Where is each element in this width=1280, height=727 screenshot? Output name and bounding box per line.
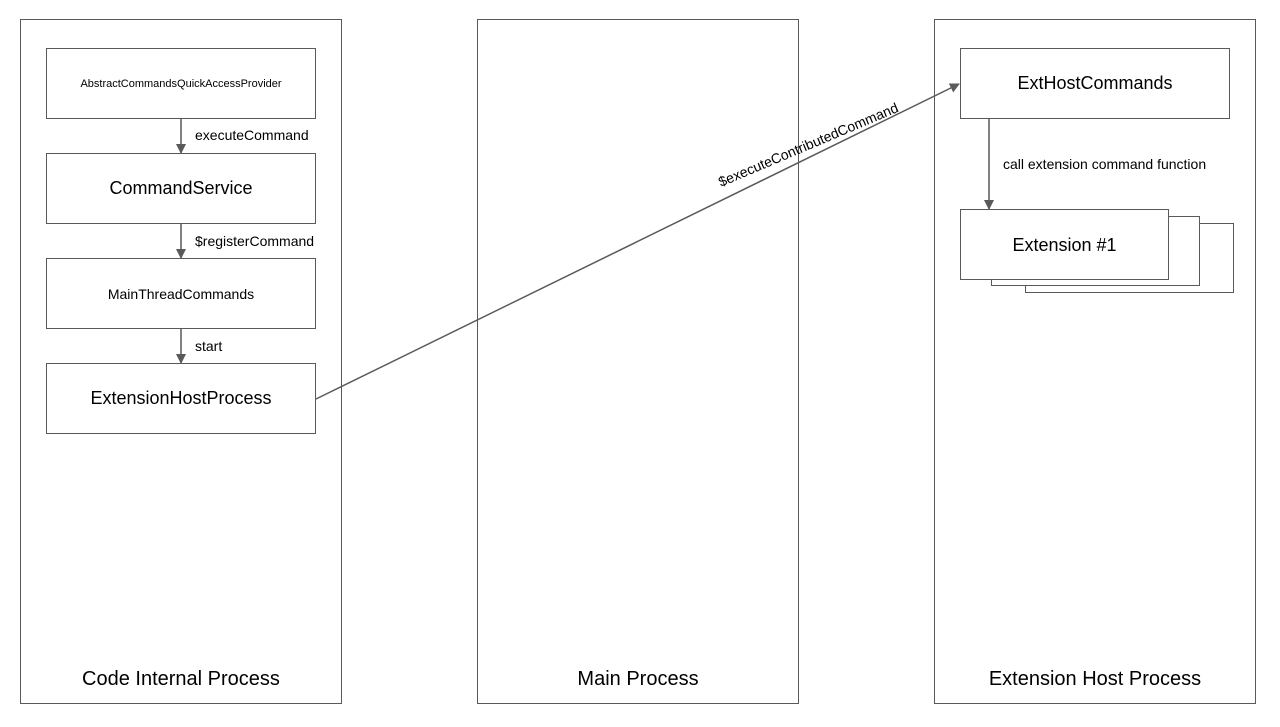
lane-main-process: Main Process	[477, 19, 799, 704]
box-extension-host-process: ExtensionHostProcess	[46, 363, 316, 434]
box-label-extension-host-process: ExtensionHostProcess	[90, 388, 272, 408]
lane-code-internal-process: Code Internal Process	[20, 19, 342, 704]
box-main-thread-commands: MainThreadCommands	[46, 258, 316, 329]
box-extension-1: Extension #1	[960, 209, 1169, 280]
box-label-provider: AbstractCommandsQuickAccessProvider	[80, 77, 282, 90]
edge-label-execute-command: executeCommand	[195, 127, 309, 143]
box-command-service: CommandService	[46, 153, 316, 224]
box-label-main-thread-commands: MainThreadCommands	[107, 285, 255, 302]
box-abstract-commands-quick-access-provider: AbstractCommandsQuickAccessProvider	[46, 48, 316, 119]
box-ext-host-commands: ExtHostCommands	[960, 48, 1230, 119]
lane-title-code-internal: Code Internal Process	[82, 668, 280, 690]
lane-title-extension-host: Extension Host Process	[988, 668, 1202, 690]
box-label-command-service: CommandService	[109, 178, 253, 198]
lane-title-main: Main Process	[577, 668, 699, 690]
edge-label-call-extension-command-function: call extension command function	[1003, 156, 1207, 172]
edge-label-start: start	[195, 338, 223, 354]
box-label-extension-1: Extension #1	[1012, 235, 1117, 255]
box-label-ext-host-commands: ExtHostCommands	[1017, 73, 1173, 93]
edge-label-register-command: $registerCommand	[195, 233, 315, 249]
lane-extension-host-process: Extension Host Process	[934, 19, 1256, 704]
